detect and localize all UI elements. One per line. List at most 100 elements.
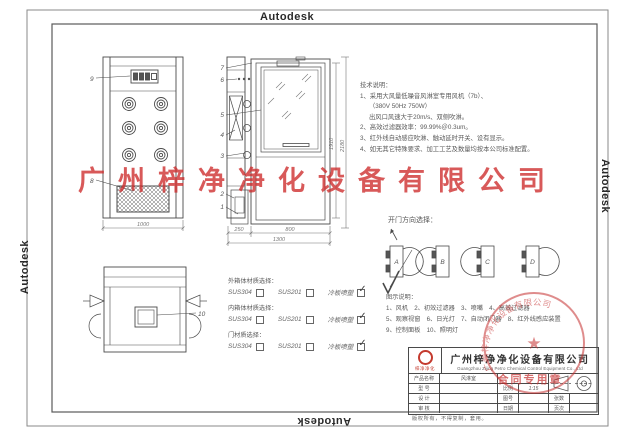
door-option-c (460, 245, 495, 278)
dim-front-width: 1000 (137, 222, 150, 228)
note-line: 3、红外线自动感应吹淋、触动延时开关、设有显示。 (360, 134, 509, 142)
audit-label: 审 核 (409, 404, 440, 413)
product-value: 风淋室 (440, 374, 498, 384)
intake-grille (116, 185, 170, 213)
title-block: 梓净净化 广州梓净净化设备有限公司 Guangzhou Zijing Petro… (408, 347, 599, 415)
company-name-cn: 广州梓净净化设备有限公司 (450, 354, 590, 366)
material-option: SUS201 (277, 343, 302, 350)
door-glass (260, 66, 322, 153)
selected-checkmark-icon (382, 270, 400, 295)
company-name-en: Guangzhou Zijing Petro Chemical Control … (457, 365, 583, 371)
checkmark-icon: ✓ (358, 337, 367, 349)
autodesk-stamp-top: Autodesk (260, 11, 315, 23)
material-row-title: 内箱体材质选择： (228, 305, 278, 312)
door-direction-title: 开门方向选择： (388, 217, 437, 224)
callout-top-light: 10 (198, 311, 206, 318)
door-direction-options: A B C D (382, 228, 560, 295)
legend-line: 5、观察视窗 6、日光灯 7、自动闭门器 8、红外线感应装置 (386, 316, 561, 323)
door-option-b (415, 245, 450, 278)
legend-line: 9、控制面板 10、照明灯 (386, 327, 459, 334)
note-line: 出风口风速大于20m/s、双侧吹淋。 (369, 113, 469, 121)
checkbox-unchecked-icon (305, 342, 314, 351)
sheets-label: 张数 (549, 394, 570, 404)
first-angle-projection-icon (551, 375, 593, 392)
checkbox-unchecked-icon (255, 315, 264, 324)
material-option: 冷板喷塑 (327, 290, 354, 297)
material-option: 冷板喷塑 (327, 344, 354, 351)
svg-text:2: 2 (219, 191, 224, 198)
door-option-a-label: A (393, 259, 398, 266)
page-label: 页次 (549, 404, 570, 413)
side-bottom-dims (226, 226, 332, 246)
door-option-d-label: D (530, 259, 535, 266)
design-label: 设 计 (409, 394, 440, 404)
company-name-cell: 广州梓净净化设备有限公司 Guangzhou Zijing Petro Chem… (442, 348, 598, 374)
company-logo: 梓净净化 (409, 348, 442, 374)
design-value (440, 394, 498, 404)
callout-front-grille: 8 (90, 178, 94, 185)
front-view: 9 8 1000 (90, 56, 185, 231)
material-option: SUS304 (228, 289, 252, 296)
fan-box (229, 95, 243, 141)
date-value (519, 404, 549, 413)
checkbox-checked-icon: ✓ (357, 284, 367, 297)
material-option: SUS304 (228, 316, 252, 323)
svg-text:3: 3 (220, 153, 224, 160)
svg-text:5: 5 (220, 112, 224, 119)
audit-value (440, 404, 498, 413)
svg-text:7: 7 (220, 65, 224, 72)
autodesk-stamp-left: Autodesk (19, 239, 32, 295)
technical-notes-title: 技术说明： (360, 82, 392, 89)
technical-notes: 技术说明： 1、采用大风量低噪音风淋室专用风机（7b）、 （380V 50Hz … (360, 81, 534, 155)
scale-label: 比例 (498, 384, 519, 394)
svg-text:4: 4 (220, 132, 224, 139)
front-width-dim (101, 220, 185, 231)
svg-text:6: 6 (220, 77, 224, 84)
empty-cell (498, 374, 549, 384)
autodesk-stamp-bottom: Autodesk (297, 415, 352, 427)
fig-no-value (519, 394, 549, 404)
date-label: 日期 (498, 404, 519, 413)
dim-side-total: 1300 (273, 237, 286, 243)
model-label: 型 号 (409, 384, 440, 394)
legend-line: 1、风机 2、初效过滤器 3、喷嘴 4、高效过滤器 (386, 305, 530, 312)
side-view: 7 6 5 4 3 2 1 1910 2180 (219, 56, 349, 246)
legend-title: 图示说明： (386, 294, 417, 301)
material-selection: 外箱体材质选择： SUS304 SUS201 冷板喷塑✓ 内箱体材质选择： SU… (228, 276, 367, 351)
product-label: 产品名称 (409, 374, 440, 384)
logo-text: 梓净净化 (415, 366, 435, 371)
checkbox-checked-icon: ✓ (357, 338, 367, 351)
checkbox-unchecked-icon (305, 288, 314, 297)
material-option: SUS201 (277, 289, 302, 296)
material-row-title: 门材质选择： (228, 332, 266, 339)
door-option-a (385, 245, 424, 278)
callout-front-panel: 9 (90, 76, 94, 83)
dim-side-b: 800 (285, 227, 295, 233)
sheet-borders (26, 9, 609, 427)
legend: 图示说明： 1、风机 2、初效过滤器 3、喷嘴 4、高效过滤器 5、观察视窗 6… (386, 292, 561, 336)
fig-no-label: 图号 (498, 394, 519, 404)
height-dims (332, 56, 349, 229)
material-option: 冷板喷塑 (327, 317, 354, 324)
note-line: 1、采用大风量低噪音风淋室专用风机（7b）、 (360, 92, 487, 100)
autodesk-stamp-right: Autodesk (599, 158, 612, 214)
scale-value: 1:15 (519, 384, 549, 394)
material-option: SUS201 (277, 316, 302, 323)
material-option: SUS304 (228, 343, 252, 350)
side-callouts: 7 6 5 4 3 2 1 (219, 65, 224, 211)
door-handle (282, 143, 310, 147)
copyright-note: 版权所有，不得复制，套用。 (412, 416, 488, 422)
material-row-title: 外箱体材质选择： (228, 278, 278, 285)
svg-text:1: 1 (220, 204, 224, 211)
dim-side-a: 250 (233, 227, 244, 233)
checkmark-icon: ✓ (358, 310, 367, 322)
note-line: 4、如无其它特殊要求、加工工艺及数量均按本公司标准配置。 (360, 145, 534, 153)
door-option-c-label: C (485, 259, 490, 266)
logo-ring-icon (417, 350, 433, 365)
company-watermark: 广州梓净净化设备有限公司 (78, 166, 558, 197)
checkbox-unchecked-icon (255, 288, 264, 297)
checkbox-unchecked-icon (255, 342, 264, 351)
dim-height-outer: 2180 (340, 139, 346, 153)
note-line: （380V 50Hz 750W） (369, 103, 431, 111)
